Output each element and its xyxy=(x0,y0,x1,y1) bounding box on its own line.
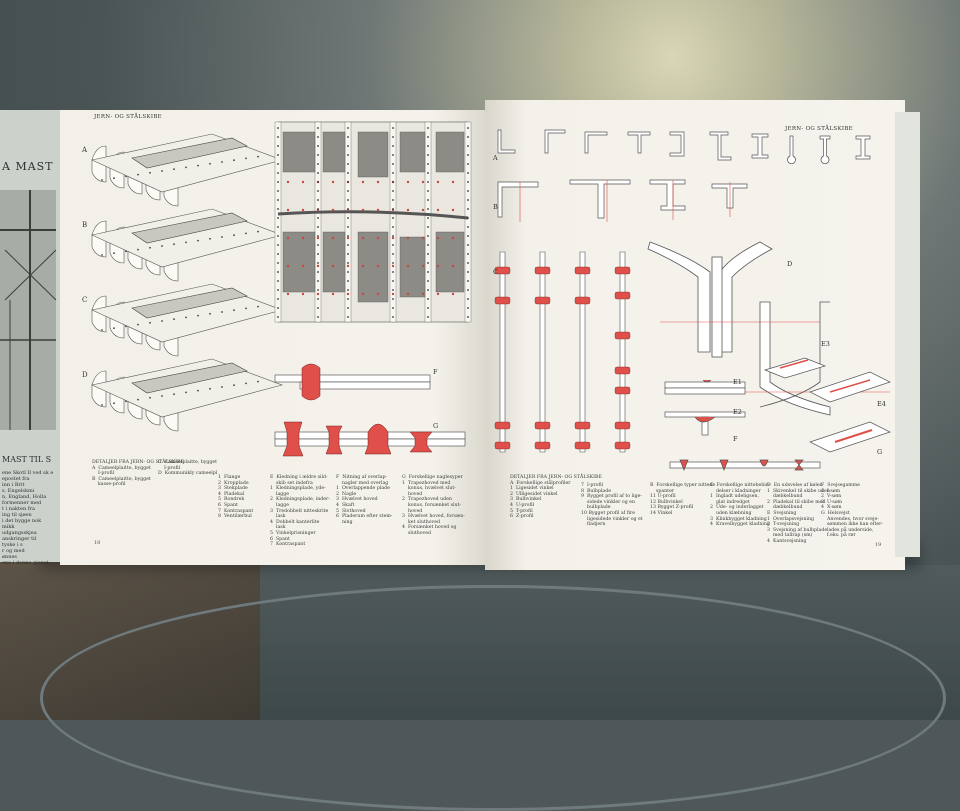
steel-profile xyxy=(544,129,566,154)
girder-label: A xyxy=(81,146,88,154)
steel-profiles-diagram xyxy=(494,129,891,471)
background-book-line: udgangsskjea xyxy=(2,530,37,536)
background-book-line: anskringer til xyxy=(2,536,37,542)
plate-strip xyxy=(614,251,631,453)
steel-profile xyxy=(751,133,769,159)
left-caption-col4: E Kledning i ældre sild- skib set indefr… xyxy=(270,475,330,548)
background-book-line: r og med xyxy=(2,548,25,554)
steel-profile xyxy=(497,129,516,154)
section-label-d: D xyxy=(787,260,793,268)
background-book-line: epostet fra xyxy=(2,476,30,482)
left-page-header: JERN- OG STÅLSKIBE xyxy=(94,114,162,120)
background-book-caption: MAST TIL S xyxy=(2,455,52,464)
background-book: A MAST TIL MAST TIL S ene Skotl Il ved s… xyxy=(0,110,65,566)
girder-diagram: A xyxy=(81,133,283,207)
steel-profile xyxy=(787,135,796,165)
rivet-diagram-f xyxy=(274,363,431,401)
plate-strip xyxy=(574,251,591,453)
mast-illustration xyxy=(0,190,57,430)
rivet-diagrams xyxy=(274,363,466,457)
left-caption-col5: F Nitning af overlap- nagler med overlag… xyxy=(336,475,393,525)
left-caption-col2: C Cameelplaitte, bygget I-profil D Kommu… xyxy=(158,460,218,477)
background-book-photo xyxy=(0,190,57,430)
background-book-line: ene i denne gjenst xyxy=(2,560,49,566)
right-caption-col2: 7 I-profil 8 Bulbplade 9 Bygget profil a… xyxy=(581,483,643,528)
background-book-line: ønnes xyxy=(2,554,17,560)
keel-diagram xyxy=(647,241,890,416)
hull-plating-illustration xyxy=(274,121,472,323)
girder-diagrams: A B C D xyxy=(81,133,283,432)
girder-diagram: B xyxy=(82,208,283,282)
background-book-line: formenner med xyxy=(2,500,42,506)
background-book-line: t i nakten fra xyxy=(2,506,36,512)
steel-profile xyxy=(584,131,608,154)
girder-diagram: C xyxy=(82,283,283,357)
steel-profile xyxy=(819,135,831,165)
right-caption-col3: B Forskellige typer nittede spanter 11 U… xyxy=(650,483,716,516)
background-book-line: i det bygge nok xyxy=(2,518,42,524)
section-label-f: F xyxy=(733,435,738,443)
steel-profile xyxy=(855,135,871,160)
girder-label: C xyxy=(82,296,87,304)
background-book-title: A MAST TIL xyxy=(2,160,58,173)
left-caption-col3: 1 Flange 2 Kropplade 3 Stekplade 4 Plade… xyxy=(218,475,254,520)
left-page: JERN- OG STÅLSKIBE A B C D xyxy=(60,110,485,565)
right-page-number: 19 xyxy=(875,542,882,548)
rivet-label-f: F xyxy=(433,368,438,376)
background-book-line: s. Engelskmi xyxy=(2,488,35,494)
section-label-e2: E2 xyxy=(733,408,742,416)
section-label-e4: E4 xyxy=(877,400,886,408)
section-label-e1: E1 xyxy=(733,378,742,386)
section-label-a: A xyxy=(493,154,498,162)
right-caption-col5: D En udsvelse af kølen 1 Skivenkel til s… xyxy=(767,483,830,544)
book-cover-edge xyxy=(895,112,920,557)
right-caption-col1: DETALJER FRA JERN- OG STÅLSKIBE A Forske… xyxy=(510,475,602,520)
right-caption-col4: C Forskellige nittebehin- delser i kladn… xyxy=(710,483,771,528)
steel-profile xyxy=(627,131,651,154)
girder-label: D xyxy=(82,371,88,379)
steel-profile xyxy=(669,131,685,157)
plate-strip xyxy=(534,251,551,453)
section-label-c: C xyxy=(493,268,498,276)
rivet-diagram-g xyxy=(274,421,466,457)
right-page: JERN- OG STÅLSKIBE xyxy=(485,100,905,570)
weld-diagrams xyxy=(664,357,891,453)
girder-label: B xyxy=(82,221,87,229)
section-label-g: G xyxy=(877,448,883,456)
background-book-line: inn i Brit xyxy=(2,482,25,488)
background-book-line: ing til sjøen xyxy=(2,512,32,518)
plate-strip xyxy=(494,251,511,453)
girder-diagram: D xyxy=(82,358,283,432)
section-label-e3: E3 xyxy=(821,340,830,348)
table-rim xyxy=(40,585,946,811)
background-book-line: mikk xyxy=(2,524,15,530)
background-book-line: tyske i s xyxy=(2,542,23,548)
left-caption-col6: G Forskellige naglesyper 1 Trapezhoved m… xyxy=(402,475,465,536)
left-caption-col1: DETALJER FRA JERN- OG STÅLSKIBE A Cameel… xyxy=(92,460,184,488)
right-caption-col6: F Svejsegamme 1 I-søm 2 V-søm 3 U-søm 4 … xyxy=(821,483,883,539)
rivet-label-g: G xyxy=(433,422,439,430)
weld-seams xyxy=(669,459,821,471)
background-book-line: ene Skotl Il ved sk e xyxy=(2,470,54,476)
left-page-number: 18 xyxy=(94,540,101,546)
section-label-b: B xyxy=(493,203,498,211)
right-page-header: JERN- OG STÅLSKIBE xyxy=(785,126,853,132)
built-frames xyxy=(497,179,748,222)
steel-profile xyxy=(709,131,732,161)
background-book-line: n, England, Holla xyxy=(2,494,47,500)
